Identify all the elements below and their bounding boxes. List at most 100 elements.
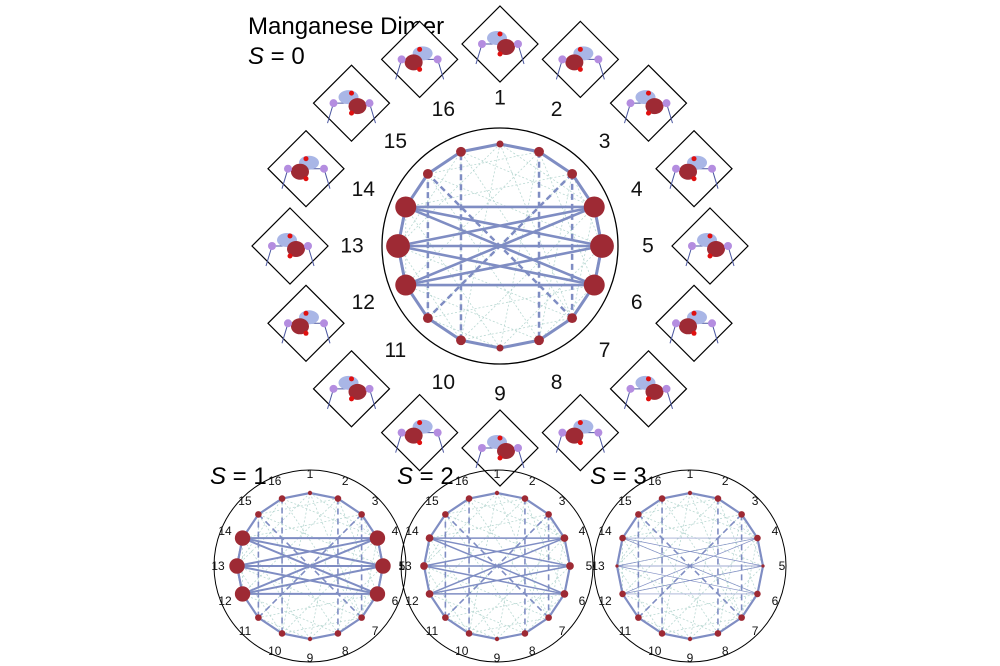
weak-correlation-line	[258, 593, 378, 619]
orbital-label: 3	[372, 494, 379, 508]
mn-atom	[283, 164, 292, 173]
orbital-entropy-node	[494, 636, 500, 642]
mn-atom	[365, 384, 374, 393]
weak-correlation-line	[309, 492, 362, 618]
weak-correlation-line	[427, 173, 603, 247]
ring-correlation-line	[524, 497, 550, 516]
orbital-entropy-node	[754, 534, 761, 542]
orbital-label: 5	[779, 559, 786, 573]
mn-atom	[329, 99, 338, 108]
weak-correlation-line	[258, 514, 384, 567]
ring-correlation-line	[428, 513, 447, 539]
orbital-entropy-node	[545, 614, 552, 621]
orbital-label: 11	[619, 624, 632, 638]
weak-correlation-line	[538, 173, 573, 341]
strong-correlation-line	[429, 537, 571, 567]
orbital-entropy-node	[229, 558, 245, 574]
weak-correlation-line	[429, 537, 498, 640]
strong-correlation-line	[757, 565, 764, 595]
weak-correlation-line	[548, 537, 565, 618]
ring-correlation-line	[740, 593, 759, 619]
strong-correlation-line	[757, 537, 764, 567]
orbital-label: 13	[398, 559, 412, 573]
strong-correlation-line	[616, 565, 623, 595]
weak-correlation-line	[397, 245, 462, 341]
orbital-entropy-node	[687, 490, 693, 496]
orbital-entropy-node	[307, 490, 313, 496]
diagram-boundary-circle	[593, 469, 787, 663]
orbital-entropy-node	[714, 630, 722, 637]
orbital-isosurface-icon	[671, 207, 749, 285]
orbital-lobe-red	[404, 54, 423, 71]
weak-correlation-line	[236, 492, 311, 567]
weak-correlation-line	[468, 537, 565, 634]
orbital-label: 12	[218, 594, 232, 608]
mn-atom	[672, 319, 681, 328]
orbital-isosurface-icon	[380, 20, 459, 99]
weak-correlation-line	[361, 514, 384, 567]
ring-correlation-line	[637, 616, 663, 635]
orbital-entropy-node	[583, 274, 605, 296]
weak-correlation-line	[309, 565, 384, 640]
orbital-label: 12	[352, 291, 375, 314]
weak-correlation-line	[337, 593, 378, 634]
orbital-lobe-red	[290, 163, 309, 180]
o-atom	[497, 51, 503, 57]
weak-correlation-line	[460, 143, 501, 341]
ring-correlation-line	[257, 616, 283, 635]
ring-correlation-line	[427, 150, 462, 176]
ring-correlation-line	[717, 616, 743, 635]
mn-atom	[708, 164, 717, 173]
orbital-lobe-red	[497, 39, 515, 55]
o-atom	[349, 90, 355, 96]
mn-atom	[514, 40, 522, 48]
weak-correlation-line	[405, 173, 573, 208]
o-atom	[497, 31, 503, 37]
strong-correlation-line	[622, 565, 764, 595]
orbital-entropy-node	[422, 168, 433, 179]
weak-correlation-line	[661, 537, 758, 634]
ring-correlation-line	[309, 632, 339, 641]
mn-atom	[594, 55, 603, 64]
weak-correlation-line	[423, 492, 498, 567]
orbital-entropy-node	[534, 335, 544, 346]
orbital-entropy-node	[658, 495, 666, 502]
orbital-lobe-red	[679, 318, 698, 335]
strong-correlation-line	[405, 244, 603, 287]
mn-atom	[626, 384, 635, 393]
o-atom	[417, 440, 423, 446]
panel-spin-label: S = 3	[590, 463, 647, 490]
orbital-entropy-node	[619, 534, 626, 542]
o-atom	[707, 253, 713, 259]
weak-correlation-line	[499, 151, 540, 349]
ring-correlation-line	[281, 491, 311, 500]
o-atom	[349, 396, 355, 402]
ring-correlation-line	[309, 491, 339, 500]
orbital-label: 4	[772, 524, 779, 538]
orbital-isosurface-icon	[312, 349, 391, 428]
o-atom	[303, 156, 309, 162]
mn-atom	[558, 55, 567, 64]
orbital-label: 6	[579, 594, 586, 608]
orbital-lobe-red	[497, 443, 515, 459]
weak-correlation-line	[638, 514, 764, 567]
mn-atom	[662, 384, 671, 393]
diagram-boundary-circle	[213, 469, 407, 663]
weak-correlation-line	[429, 513, 549, 539]
weak-correlation-line	[242, 537, 311, 640]
weak-correlation-line	[423, 565, 470, 634]
weak-correlation-line	[622, 593, 719, 634]
mn-atom	[662, 99, 671, 108]
mn-atom	[319, 164, 328, 173]
ring-correlation-line	[547, 513, 566, 539]
weak-correlation-line	[460, 206, 595, 341]
weak-correlation-line	[445, 617, 498, 640]
orbital-entropy-node	[566, 562, 574, 570]
weak-correlation-line	[499, 143, 573, 319]
weak-correlation-line	[242, 498, 339, 595]
weak-correlation-line	[638, 593, 758, 619]
weak-correlation-line	[616, 565, 663, 634]
weak-correlation-line	[548, 514, 571, 567]
orbital-entropy-node	[635, 511, 642, 518]
